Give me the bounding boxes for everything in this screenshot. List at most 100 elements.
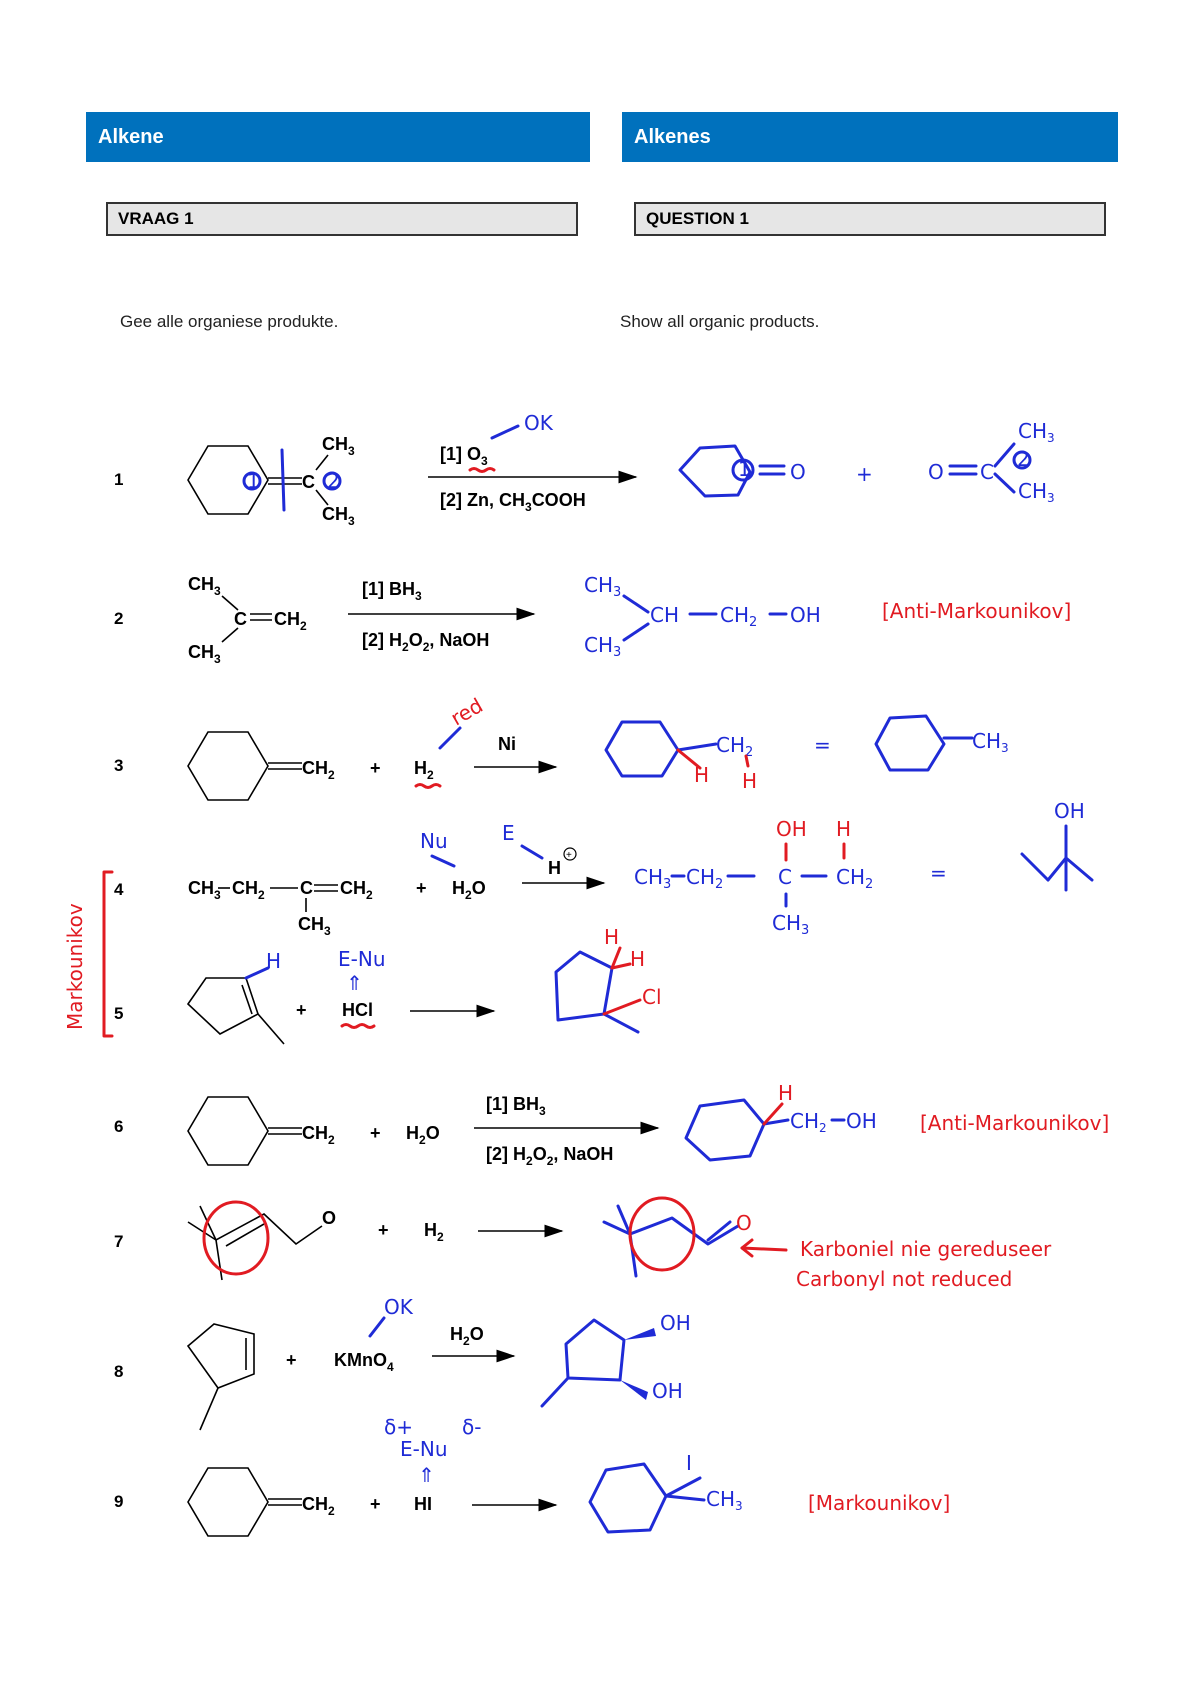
svg-text:[2] H2O2, NaOH: [2] H2O2, NaOH [486, 1144, 613, 1168]
svg-text:CH3: CH3 [706, 1487, 743, 1513]
svg-text:+: + [296, 1000, 307, 1020]
svg-text:+: + [370, 758, 381, 778]
svg-text:Nu: Nu [420, 829, 448, 853]
svg-text:[1] BH3: [1] BH3 [362, 579, 422, 603]
svg-text:I: I [686, 1451, 692, 1475]
svg-text:C: C [234, 609, 247, 629]
svg-text:C: C [778, 865, 792, 889]
reagent-1-line-1: [1] O3 [440, 444, 488, 468]
svg-text:OH: OH [660, 1311, 691, 1335]
svg-text:OH: OH [652, 1379, 683, 1403]
reaction-8: + KMnO4 OK H2O OH OH [186, 1295, 691, 1431]
carbonyl-note-english: Carbonyl not reduced [796, 1267, 1012, 1291]
header-left-title: Alkene [86, 112, 590, 162]
reaction-1: C CH3 CH3 1 2 [1] O3 [2] Zn, CH3COOH OK … [187, 411, 1055, 528]
svg-text:+: + [378, 1220, 389, 1240]
svg-text:CH2: CH2 [302, 1123, 335, 1147]
reaction-number-2: 2 [114, 609, 124, 628]
svg-text:+: + [566, 850, 572, 861]
svg-text:CH3: CH3 [772, 911, 809, 938]
svg-text:E-Nu: E-Nu [400, 1437, 448, 1461]
reaction-4: CH3 CH2 C CH2 CH3 + H2O Nu E H + CH3 CH2… [188, 799, 1094, 938]
svg-text:CH2: CH2 [340, 878, 373, 902]
svg-text:1: 1 [738, 457, 751, 481]
svg-text:Cl: Cl [642, 985, 662, 1009]
svg-text:CH2: CH2 [302, 758, 335, 782]
svg-text:2: 2 [327, 469, 340, 493]
instruction-right: Show all organic products. [620, 312, 820, 331]
svg-text:CH3: CH3 [322, 504, 355, 528]
reaction-2: CH3 CH3 C CH2 [1] BH3 [2] H2O2, NaOH CH3… [188, 573, 1071, 666]
svg-text:H: H [630, 947, 645, 971]
svg-text:CH3: CH3 [322, 434, 355, 458]
svg-text:red: red [447, 693, 487, 730]
svg-text:CH2: CH2 [686, 865, 723, 892]
svg-text:=: = [930, 861, 947, 885]
svg-text:CH3: CH3 [298, 914, 331, 938]
svg-text:E-Nu: E-Nu [338, 947, 386, 971]
svg-text:H: H [548, 858, 561, 878]
svg-text:CH3: CH3 [1018, 419, 1055, 445]
reaction-number-8: 8 [114, 1362, 124, 1381]
svg-text:C: C [302, 472, 315, 492]
svg-text:CH3: CH3 [584, 573, 621, 600]
svg-text:Ni: Ni [498, 734, 516, 754]
svg-text:CH3: CH3 [188, 878, 221, 902]
svg-text:H2: H2 [424, 1220, 444, 1244]
cyclohexane-ring [187, 445, 269, 515]
svg-text:[1] BH3: [1] BH3 [486, 1094, 546, 1118]
svg-text:HCl: HCl [342, 1000, 373, 1020]
svg-text:H: H [266, 949, 281, 973]
markovnikov-bracket: Markounikov [63, 870, 114, 1038]
svg-text:H: H [604, 925, 619, 949]
svg-text:CH3: CH3 [972, 729, 1009, 755]
svg-text:1: 1 [247, 469, 260, 493]
question-label-left: VRAAG 1 [106, 202, 578, 236]
reaction-5: H + HCl E-Nu ⇑ H H Cl [186, 925, 662, 1045]
carbonyl-note-afrikaans: Karboniel nie gereduseer [800, 1237, 1052, 1261]
svg-text:O: O [790, 460, 806, 484]
svg-text:δ-: δ- [462, 1415, 481, 1439]
svg-text:H2O: H2O [452, 878, 486, 902]
svg-text:CH2: CH2 [302, 1494, 335, 1518]
svg-text:H: H [742, 769, 757, 793]
anti-markovnikov-annotation-2: [Anti-Markounikov] [920, 1111, 1109, 1135]
svg-text:CH2: CH2 [790, 1109, 827, 1135]
svg-text:CH3: CH3 [1018, 479, 1055, 505]
svg-text:+: + [370, 1494, 381, 1514]
svg-text:OK: OK [384, 1295, 414, 1319]
svg-text:C: C [980, 460, 994, 484]
reaction-number-3: 3 [114, 756, 124, 775]
svg-text:O: O [322, 1208, 336, 1228]
svg-text:CH2: CH2 [836, 865, 873, 892]
svg-text:+: + [856, 462, 873, 486]
svg-text:H: H [694, 763, 709, 787]
svg-text:⇑: ⇑ [418, 1463, 435, 1487]
svg-text:OH: OH [1054, 799, 1085, 823]
svg-text:CH2: CH2 [716, 733, 753, 760]
svg-text:HI: HI [414, 1494, 432, 1514]
svg-text:H: H [836, 817, 851, 841]
svg-text:H2O: H2O [406, 1123, 440, 1147]
svg-text:H2: H2 [414, 758, 434, 782]
svg-text:CH2: CH2 [720, 603, 757, 630]
note-ok: OK [524, 411, 554, 435]
svg-text:CH3: CH3 [584, 633, 621, 660]
svg-text:2: 2 [1017, 447, 1030, 471]
reaction-number-5: 5 [114, 1004, 124, 1023]
reaction-number-1: 1 [114, 470, 124, 489]
svg-text:+: + [286, 1350, 297, 1370]
svg-text:O: O [736, 1211, 752, 1235]
reaction-number-7: 7 [114, 1232, 124, 1251]
svg-text:KMnO4: KMnO4 [334, 1350, 394, 1374]
header-right-title: Alkenes [622, 112, 1118, 162]
svg-text:CH3: CH3 [188, 574, 221, 598]
reaction-7: O + H2 O Karboniel nie gereduseer Carbon… [187, 1196, 1052, 1291]
reaction-6: CH2 + H2O [1] BH3 [2] H2O2, NaOH H CH2 O… [187, 1081, 1109, 1168]
svg-text:OH: OH [790, 603, 821, 627]
reaction-number-4: 4 [114, 880, 124, 899]
svg-text:CH3: CH3 [634, 865, 671, 892]
svg-text:O: O [928, 460, 944, 484]
question-label-right: QUESTION 1 [634, 202, 1106, 236]
